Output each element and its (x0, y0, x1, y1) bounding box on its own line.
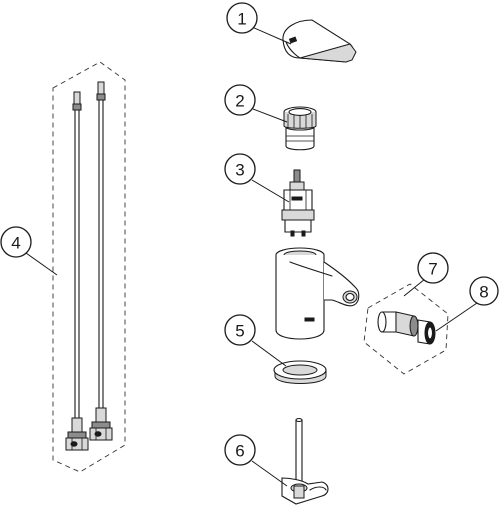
part-7-aerator-housing (363, 283, 449, 375)
callout-1: 1 (226, 2, 258, 34)
callout-7: 7 (417, 252, 449, 284)
callout-5: 5 (224, 314, 256, 346)
callout-2-label: 2 (235, 92, 244, 111)
part-4-group-outline (52, 61, 126, 473)
callout-4: 4 (0, 226, 32, 258)
part-2-cartridge-nut (283, 106, 317, 151)
spout-body (275, 247, 360, 340)
leader-lines (25, 26, 478, 487)
callout-3-label: 3 (235, 161, 244, 180)
callout-8-label: 8 (479, 283, 488, 302)
part-1-lever-handle (282, 19, 357, 63)
callout-3: 3 (224, 153, 256, 185)
callout-1-label: 1 (237, 10, 246, 29)
part-8-aerator-insert (417, 319, 436, 345)
hose-right (89, 81, 113, 441)
part-5-base-washer (273, 360, 327, 384)
part-4-flexible-hoses (52, 61, 126, 473)
part-3-ceramic-cartridge (281, 169, 315, 237)
callout-6: 6 (224, 434, 256, 466)
callout-4-label: 4 (11, 234, 20, 253)
callout-5-label: 5 (235, 322, 244, 341)
part-6-fixing-kit (281, 417, 329, 505)
part-7-group-outline (363, 283, 449, 375)
callout-8: 8 (469, 276, 499, 306)
callout-6-label: 6 (235, 442, 244, 461)
callout-7-label: 7 (428, 260, 437, 279)
hose-left (65, 91, 89, 451)
callout-2: 2 (224, 84, 256, 116)
